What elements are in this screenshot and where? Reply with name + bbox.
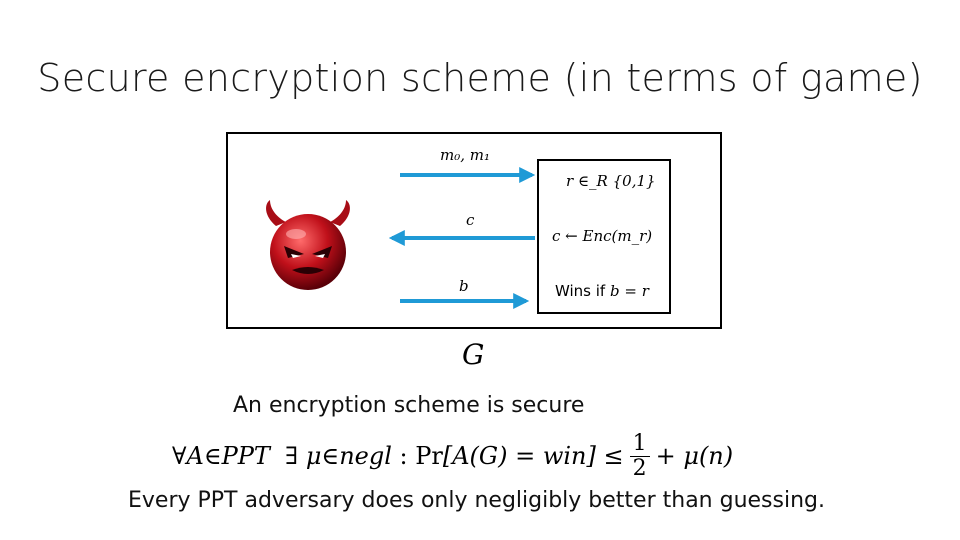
ppt-symbol: PPT [221,442,270,470]
negligible-term: + μ(n) [655,442,734,470]
guess-label: b [459,277,469,295]
in-symbol-2: ∈ [321,442,340,470]
probability-expression: [A(G) = win] ≤ [442,442,624,470]
one-half-fraction: 1 2 [629,431,650,481]
adversary-symbol: A [186,442,204,470]
exists-symbol: ∃ [269,442,306,470]
messages-label: m₀, m₁ [440,146,491,164]
slide-title: Secure encryption scheme (in terms of ga… [37,56,923,100]
summary-text: Every PPT adversary does only negligibly… [128,488,825,513]
negl-symbol: negl [339,442,392,470]
security-formula: ∀ A ∈ PPT ∃ μ ∈ negl : Pr [A(G) = win] ≤… [172,428,733,484]
in-symbol: ∈ [203,442,222,470]
game-label: G [462,338,485,371]
devil-icon [266,200,350,290]
game-outer-box [226,132,722,329]
colon-symbol: : [391,442,416,470]
fraction-numerator: 1 [629,431,650,457]
forall-symbol: ∀ [172,442,187,470]
fraction-denominator: 2 [632,455,647,481]
mu-symbol: μ [305,442,322,470]
win-prefix: Wins if [555,282,606,300]
ciphertext-label: c [466,211,475,229]
challenger-random-bit: r ∈_R {0,1} [566,172,656,190]
security-statement: An encryption scheme is secure [233,393,585,418]
challenger-box [537,159,671,314]
win-math: b = r [610,282,649,300]
probability-symbol: Pr [415,442,443,470]
challenger-win-condition: Wins if b = r [555,282,649,300]
challenger-encrypt: c ← Enc(m_r) [552,227,653,245]
